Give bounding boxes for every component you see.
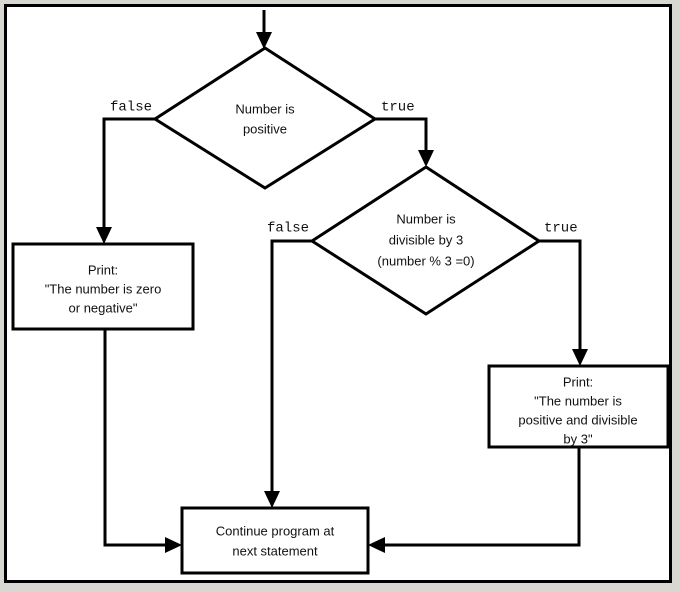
decision-number-is-positive[interactable]: Number is positive [152, 46, 378, 190]
edge-right-print-to-continue [368, 447, 581, 553]
continue-line2: next statement [232, 543, 318, 558]
print-zero-line1: Print: [88, 262, 118, 277]
decision-positive-line2: positive [243, 121, 287, 136]
print-positive-line2: "The number is [534, 393, 622, 408]
decision-number-is-divisible-by-3[interactable]: Number is divisible by 3 (number % 3 =0) [309, 165, 542, 316]
decision-positive-line1: Number is [235, 101, 295, 116]
continue-line1: Continue program at [216, 523, 335, 538]
edge-divisible-false [264, 239, 312, 508]
edge-label-divisible-false: false [267, 221, 309, 237]
edge-label-positive-false: false [110, 100, 152, 116]
print-positive-line1: Print: [563, 374, 593, 389]
decision-divisible-line3: (number % 3 =0) [377, 253, 474, 268]
edge-label-positive-true: true [381, 100, 415, 116]
edge-positive-true [375, 117, 434, 167]
process-print-positive-divisible[interactable]: Print: "The number is positive and divis… [487, 364, 670, 449]
print-positive-line3: positive and divisible [518, 412, 637, 427]
edge-divisible-true [539, 239, 588, 366]
edge-entry [256, 10, 272, 49]
print-zero-line2: "The number is zero [45, 281, 162, 296]
edge-left-print-to-continue [103, 330, 182, 553]
edge-positive-false [96, 117, 155, 244]
decision-divisible-line2: divisible by 3 [389, 232, 463, 247]
process-continue-program[interactable]: Continue program at next statement [180, 506, 370, 575]
edge-label-divisible-true: true [544, 221, 578, 237]
print-zero-line3: or negative" [69, 300, 138, 315]
print-positive-line4: by 3" [563, 431, 593, 446]
process-print-zero-or-negative[interactable]: Print: "The number is zero or negative" [11, 242, 195, 331]
decision-divisible-line1: Number is [396, 211, 456, 226]
